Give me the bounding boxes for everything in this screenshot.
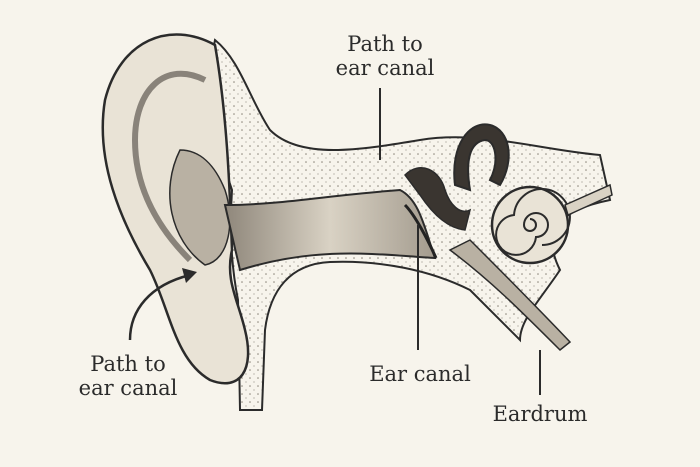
label-eardrum: Eardrum [492, 402, 588, 426]
antihelix [131, 70, 207, 263]
ossicles [404, 167, 472, 231]
eardrum-membrane [403, 203, 438, 259]
label-line: ear canal [335, 56, 435, 80]
label-ear-canal: Ear canal [369, 362, 471, 386]
label-line: ear canal [78, 376, 178, 400]
label-top-path-to-ear-canal: Path to ear canal [330, 32, 440, 80]
label-left-path-to-ear-canal: Path to ear canal [68, 352, 188, 400]
arrow-head-icon [182, 268, 197, 283]
label-line: Path to [90, 352, 166, 376]
left-label-arrow [128, 273, 191, 341]
concha [169, 149, 231, 266]
ear-canal-tube [223, 188, 437, 272]
nerve [564, 183, 613, 217]
cochlea-spiral [495, 188, 571, 256]
label-line: Path to [347, 32, 423, 56]
eustachian-tube [448, 239, 572, 352]
semicircular-canals [453, 123, 510, 192]
